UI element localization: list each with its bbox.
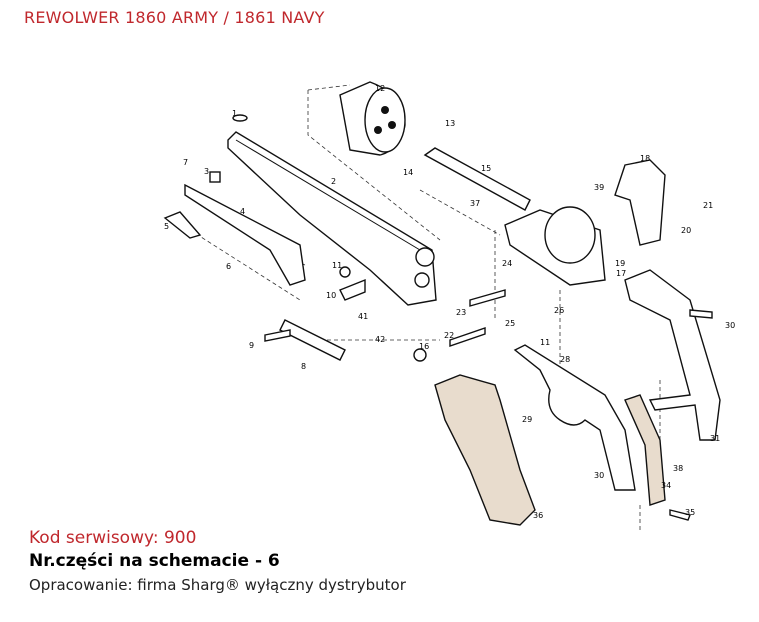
part-label: 11 — [540, 338, 550, 347]
barrel-part — [227, 131, 437, 306]
loading-lever-part — [184, 183, 306, 286]
latch-part — [339, 278, 366, 301]
part-label: 3 — [204, 167, 209, 176]
part-label: 22 — [444, 331, 454, 340]
cylinder-part — [339, 81, 406, 156]
grip-panel-part — [434, 374, 536, 526]
part-label: 1 — [232, 109, 237, 118]
part-label: 9 — [249, 341, 254, 350]
part-label: 4 — [240, 207, 245, 216]
part-label: 42 — [375, 335, 385, 344]
latch-spring-part — [163, 211, 202, 239]
part-label: 37 — [470, 199, 480, 208]
part-label: 19 — [615, 259, 625, 268]
part-label: 35 — [685, 508, 695, 517]
part-label: 10 — [326, 291, 336, 300]
part-label: 29 — [522, 415, 532, 424]
screw-part — [264, 289, 506, 347]
part-label: 18 — [640, 154, 650, 163]
rammer-part — [279, 319, 346, 361]
arbor-pin-part — [423, 147, 531, 211]
trigger-guard-part — [513, 344, 636, 491]
hammer-part — [614, 159, 666, 246]
page-title: REWOLWER 1860 ARMY / 1861 NAVY — [24, 8, 325, 27]
part-label: 20 — [681, 226, 691, 235]
part-label: 13 — [445, 119, 455, 128]
part-label: 25 — [505, 319, 515, 328]
part-label: 24 — [502, 259, 512, 268]
part-label: 11 — [332, 261, 342, 270]
part-label: 5 — [164, 222, 169, 231]
screw-part — [413, 348, 427, 362]
part-label: 30 — [594, 471, 604, 480]
part-label: 30 — [725, 321, 735, 330]
part-label: 31 — [710, 434, 720, 443]
part-label: 6 — [226, 262, 231, 271]
part-label: 15 — [481, 164, 491, 173]
part-label: 23 — [456, 308, 466, 317]
part-label: 14 — [403, 168, 413, 177]
screw-part — [669, 309, 713, 521]
part-label: 26 — [554, 306, 564, 315]
part-label: 2 — [331, 177, 336, 186]
part-label: 34 — [661, 481, 671, 490]
backstrap-part — [624, 269, 721, 441]
frame-part — [504, 206, 606, 286]
part-labels: 1 2 3 4 5 6 7 8 9 10 11 12 13 14 15 16 1… — [164, 84, 735, 520]
grip-panel-right-part — [624, 394, 666, 506]
screw-part — [339, 266, 351, 278]
credit-line: Opracowanie: firma Sharg® wyłączny dystr… — [29, 576, 406, 594]
part-label: 38 — [673, 464, 683, 473]
part-label: 8 — [301, 362, 306, 371]
part-label: 7 — [183, 158, 188, 167]
part-label: 39 — [594, 183, 604, 192]
part-label: 28 — [560, 355, 570, 364]
part-label: 17 — [616, 269, 626, 278]
part-label: 36 — [533, 511, 543, 520]
front-sight-part — [232, 114, 248, 122]
part-number-line: Nr.części na schemacie - 6 — [29, 551, 280, 571]
part-label: 41 — [358, 312, 368, 321]
part-label: 16 — [419, 342, 429, 351]
service-code: Kod serwisowy: 900 — [29, 528, 197, 548]
part-label: 12 — [375, 84, 385, 93]
wedge-part — [209, 171, 221, 183]
part-label: 21 — [703, 201, 713, 210]
